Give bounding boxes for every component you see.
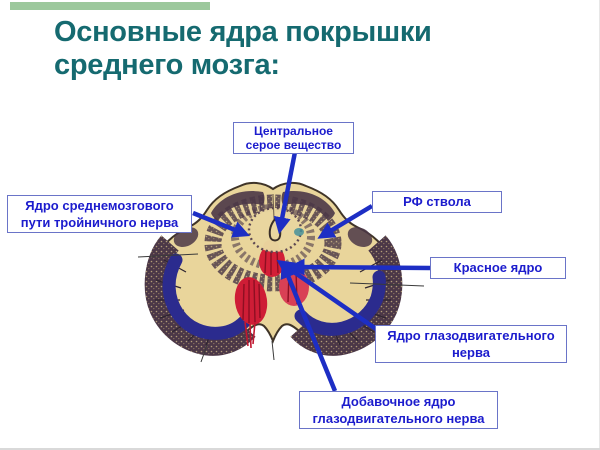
label-central-gray: Центральное серое вещество [233, 122, 354, 155]
teal-spot [294, 228, 304, 236]
label-reticular-formation-text: РФ ствола [403, 194, 471, 210]
midline-hairline [272, 193, 275, 220]
label-trigeminal-nucleus: Ядро среднемозгового пути тройничного не… [7, 195, 192, 234]
arrow-oculomotor-nucleus [276, 259, 381, 333]
accent-bar [10, 2, 210, 10]
tegmentum-speckle [204, 194, 342, 292]
slide-title-line2: среднего мозга: [54, 49, 280, 82]
label-oculomotor-nucleus: Ядро глазодвигательного нерва [375, 325, 567, 364]
label-accessory-oculomotor-nucleus-text: Добавочное ядро глазодвигательного нерва [312, 394, 485, 427]
label-accessory-oculomotor-nucleus: Добавочное ядро глазодвигательного нерва [299, 391, 498, 430]
arrow-red-nucleus [287, 258, 431, 276]
lateral-nucleus-right [347, 226, 373, 248]
arrow-accessory-nucleus [280, 261, 338, 392]
label-trigeminal-nucleus-text: Ядро среднемозгового пути тройничного не… [20, 198, 179, 231]
label-red-nucleus: Красное ядро [430, 257, 566, 279]
arrow-trigeminal-nucleus [192, 210, 251, 238]
substantia-nigra-right [294, 270, 386, 336]
label-oculomotor-nucleus-text: Ядро глазодвигательного нерва [387, 328, 555, 361]
arrow-reticular-formation [317, 204, 374, 239]
arrow-central-gray [273, 151, 298, 235]
colliculus-cap-right [281, 191, 335, 221]
red-nucleus-tassel [244, 321, 256, 349]
reference-hairlines [137, 253, 425, 363]
slide-title: Основные ядра покрышки среднего мозга: [54, 16, 554, 82]
label-red-nucleus-text: Красное ядро [453, 260, 543, 276]
colliculus-cap-left [211, 191, 265, 221]
slide-title-line1: Основные ядра покрышки [54, 16, 432, 48]
crus-left-speckle [144, 235, 256, 356]
label-reticular-formation: РФ ствола [372, 191, 502, 213]
substantia-nigra-left [162, 253, 251, 340]
label-central-gray-text: Центральное серое вещество [245, 124, 342, 153]
